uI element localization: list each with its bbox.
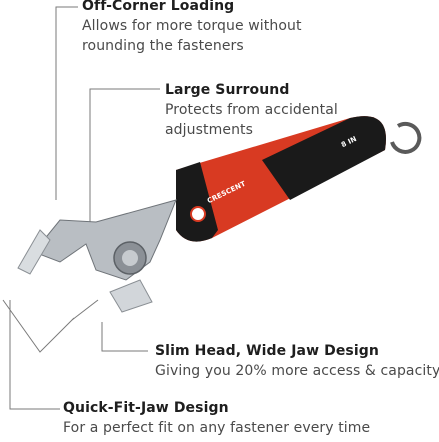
callout-desc-large-surround-line1: Protects from accidental xyxy=(165,102,338,118)
callout-desc-off-corner-line1: Allows for more torque without xyxy=(82,18,302,34)
wrench-head xyxy=(17,199,177,313)
callout-title-slim-head: Slim Head, Wide Jaw Design xyxy=(155,343,379,359)
callout-desc-quick-fit: For a perfect fit on any fastener every … xyxy=(63,420,371,436)
hang-hole-icon xyxy=(390,121,422,154)
callout-title-quick-fit: Quick-Fit-Jaw Design xyxy=(63,400,229,416)
callout-title-off-corner: Off-Corner Loading xyxy=(82,0,235,14)
callout-title-large-surround: Large Surround xyxy=(165,82,290,98)
callout-desc-slim-head: Giving you 20% more access & capacity xyxy=(155,363,439,379)
callout-leader-lines xyxy=(2,6,160,410)
callout-desc-large-surround-line2: adjustments xyxy=(165,122,254,138)
wrench-handle xyxy=(176,116,422,242)
brand-logo-icon xyxy=(190,206,206,222)
callout-desc-off-corner-line2: rounding the fasteners xyxy=(82,38,244,54)
